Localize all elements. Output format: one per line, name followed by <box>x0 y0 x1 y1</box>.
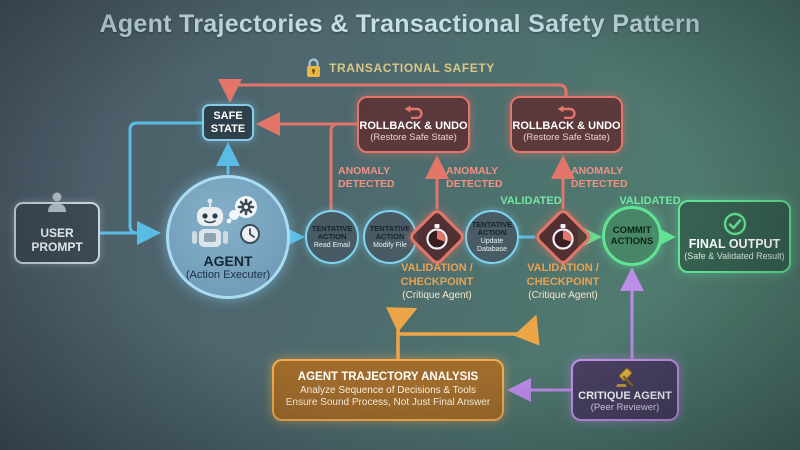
rollback-undo-box-2: ROLLBACK & UNDO (Restore Safe State) <box>510 96 623 153</box>
validation-checkpoint-label-2: VALIDATION / CHECKPOINT (Critique Agent) <box>511 262 615 302</box>
agent-trajectory-analysis-box: AGENT TRAJECTORY ANALYSIS Analyze Sequen… <box>272 359 504 421</box>
anomaly-line1: ANOMALY <box>571 165 624 177</box>
safe-state-box: SAFE STATE <box>202 104 254 141</box>
agent-title: AGENT <box>203 252 253 269</box>
tentative-action-read-email: TENTATIVE ACTION Read Email <box>305 210 359 264</box>
undo-arrow-icon <box>557 106 576 119</box>
safe-state-label: SAFE STATE <box>210 109 246 135</box>
anomaly-detected-label-2: ANOMALY DETECTED <box>446 165 518 190</box>
tentative-action-title: TENTATIVE ACTION <box>369 223 411 242</box>
anomaly-line1: ANOMALY <box>446 165 499 177</box>
person-icon <box>48 192 66 212</box>
commit-actions-label: COMMIT ACTIONS <box>610 224 654 247</box>
tentative-action-subtitle: Modify File <box>373 241 407 249</box>
anomaly-line2: DETECTED <box>571 177 628 190</box>
checkpoint-line3: (Critique Agent) <box>528 289 598 301</box>
validation-checkpoint-label-1: VALIDATION / CHECKPOINT (Critique Agent) <box>385 262 489 302</box>
final-output-title: FINAL OUTPUT <box>688 237 781 251</box>
stopwatch-icon <box>552 224 574 250</box>
agent-node: AGENT (Action Executer) <box>166 175 290 299</box>
check-icon <box>723 212 746 236</box>
critique-agent-title: CRITIQUE AGENT <box>578 389 672 402</box>
user-prompt-label: USER PROMPT <box>31 225 83 254</box>
analysis-title: AGENT TRAJECTORY ANALYSIS <box>297 370 479 383</box>
user-prompt-box: USER PROMPT <box>14 192 100 264</box>
checkpoint-line2: CHECKPOINT <box>526 275 600 288</box>
padlock-icon <box>307 58 321 77</box>
checkpoint-line3: (Critique Agent) <box>402 289 472 301</box>
rollback-undo-box-1: ROLLBACK & UNDO (Restore Safe State) <box>357 96 470 153</box>
checkpoint-line1: VALIDATION / <box>527 262 599 274</box>
rollback-title: ROLLBACK & UNDO <box>512 120 621 132</box>
commit-actions-node: COMMIT ACTIONS <box>602 206 662 266</box>
agent-subtitle: (Action Executer) <box>185 268 271 281</box>
transactional-safety-label: TRANSACTIONAL SAFETY <box>329 61 495 75</box>
anomaly-line2: DETECTED <box>446 177 503 190</box>
rollback-subtitle: (Restore Safe State) <box>370 132 457 143</box>
tentative-action-title: TENTATIVE ACTION <box>311 223 353 242</box>
validated-label-2: VALIDATED <box>619 195 681 207</box>
critique-agent-box: CRITIQUE AGENT (Peer Reviewer) <box>571 359 679 421</box>
final-output-subtitle: (Safe & Validated Result) <box>684 251 785 261</box>
anomaly-line2: DETECTED <box>338 177 395 190</box>
final-output-box: FINAL OUTPUT (Safe & Validated Result) <box>678 200 791 273</box>
tentative-action-update-database: TENTATIVE ACTION Update Database <box>465 210 519 264</box>
undo-arrow-icon <box>404 106 423 119</box>
analysis-line2: Ensure Sound Process, Not Just Final Ans… <box>285 397 491 408</box>
validation-checkpoint-diamond-2 <box>533 207 593 267</box>
anomaly-line1: ANOMALY <box>338 165 391 177</box>
critique-agent-subtitle: (Peer Reviewer) <box>590 401 660 413</box>
checkpoint-line1: VALIDATION / <box>401 262 473 274</box>
tentative-action-title: TENTATIVE ACTION <box>471 219 513 238</box>
rollback-title: ROLLBACK & UNDO <box>359 120 468 132</box>
anomaly-detected-label-1: ANOMALY DETECTED <box>338 165 410 190</box>
tentative-action-subtitle: Read Email <box>313 241 351 249</box>
transactional-safety-banner: TRANSACTIONAL SAFETY <box>0 58 800 78</box>
robot-icon <box>192 195 260 247</box>
tentative-action-modify-file: TENTATIVE ACTION Modify File <box>363 210 417 264</box>
page-title: Agent Trajectories & Transactional Safet… <box>99 10 701 38</box>
analysis-line1: Analyze Sequence of Decisions & Tools <box>299 384 477 396</box>
validation-checkpoint-diamond-1 <box>407 207 467 267</box>
anomaly-detected-label-3: ANOMALY DETECTED <box>571 165 643 190</box>
validated-label-1: VALIDATED <box>500 195 562 207</box>
tentative-action-subtitle: Update Database <box>477 237 507 253</box>
stopwatch-icon <box>426 224 448 250</box>
rollback-subtitle: (Restore Safe State) <box>523 132 610 143</box>
checkpoint-line2: CHECKPOINT <box>400 275 474 288</box>
gavel-icon <box>616 367 634 387</box>
